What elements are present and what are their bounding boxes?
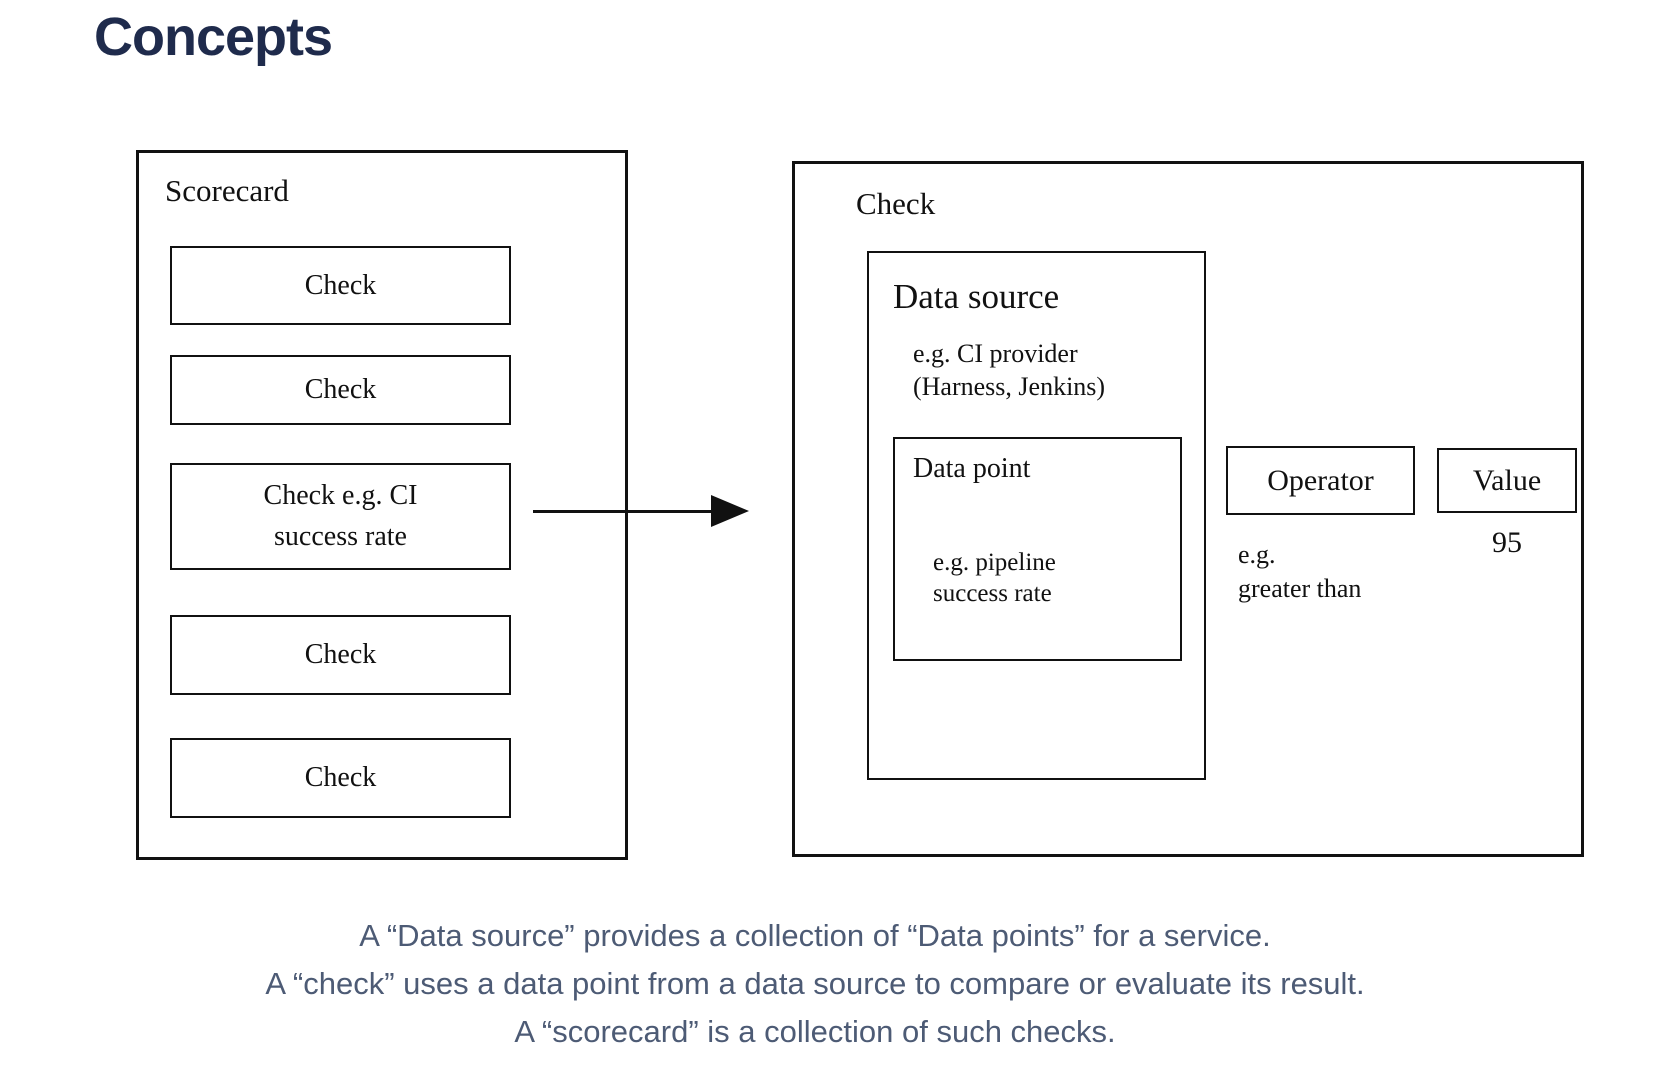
check-box-5: Check (170, 738, 511, 818)
check-box-5-label: Check (304, 762, 377, 793)
check-box-2-label: Check (304, 374, 377, 405)
check-box-ci-success-rate: Check e.g. CI success rate (170, 463, 511, 570)
data-source-example: e.g. CI provider (Harness, Jenkins) (913, 337, 1105, 403)
data-source-example-line-2: (Harness, Jenkins) (913, 372, 1106, 401)
arrow-head-icon (711, 495, 749, 527)
operator-box: Operator (1226, 446, 1415, 515)
arrow-scorecard-to-check (533, 510, 713, 513)
operator-example-line-1: e.g. (1238, 540, 1276, 569)
value-example: 95 (1492, 526, 1522, 559)
check-box-1: Check (170, 246, 511, 325)
check-box-4-label: Check (304, 639, 377, 670)
value-label: Value (1472, 463, 1542, 497)
value-box: Value (1437, 448, 1577, 513)
check-box-ci-label-line-2: success rate (274, 520, 407, 552)
data-source-label: Data source (893, 277, 1060, 316)
data-source-box: Data source e.g. CI provider (Harness, J… (867, 251, 1206, 780)
operator-example: e.g. greater than (1238, 538, 1361, 606)
operator-example-line-2: greater than (1238, 574, 1362, 603)
check-box-1-label: Check (304, 269, 377, 301)
scorecard-box: Scorecard Check Check Check e.g. CI succ… (136, 150, 628, 860)
data-point-example-line-1: e.g. pipeline (933, 549, 1056, 576)
data-point-label: Data point (913, 453, 1031, 484)
data-point-box: Data point e.g. pipeline success rate (893, 437, 1182, 661)
data-point-example: e.g. pipeline success rate (933, 547, 1056, 609)
caption: A “Data source” provides a collection of… (0, 912, 1630, 1056)
operator-label: Operator (1267, 463, 1374, 497)
scorecard-label: Scorecard (165, 173, 289, 208)
caption-line-3: A “scorecard” is a collection of such ch… (514, 1014, 1116, 1049)
data-point-example-line-2: success rate (933, 580, 1052, 607)
check-detail-label: Check (856, 186, 936, 221)
caption-line-1: A “Data source” provides a collection of… (359, 918, 1271, 953)
data-source-example-line-1: e.g. CI provider (913, 339, 1078, 368)
page-title: Concepts (94, 7, 333, 67)
check-box-4: Check (170, 615, 511, 695)
check-detail-box: Check Data source e.g. CI provider (Harn… (792, 161, 1584, 857)
check-box-2: Check (170, 355, 511, 425)
caption-line-2: A “check” uses a data point from a data … (265, 966, 1365, 1001)
check-box-ci-label-line-1: Check e.g. CI (263, 479, 418, 511)
